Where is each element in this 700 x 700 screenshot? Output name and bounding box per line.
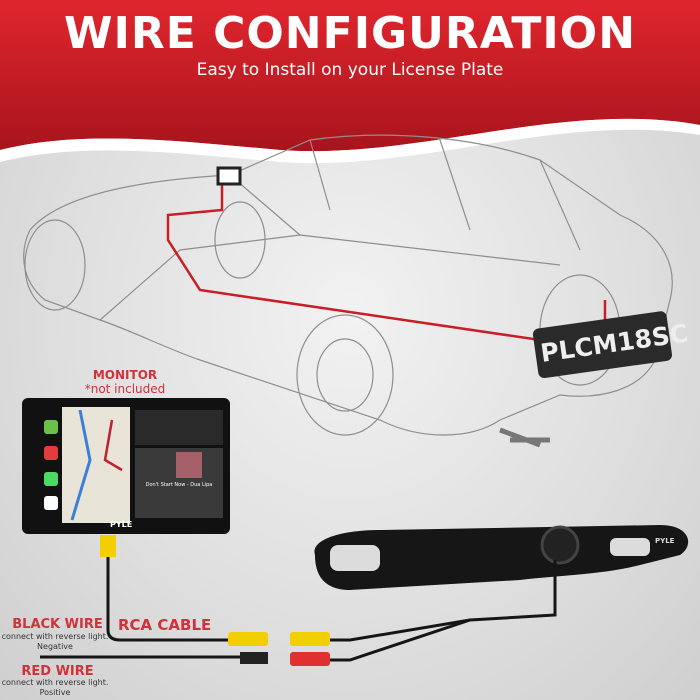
red-connector xyxy=(290,652,330,666)
monitor xyxy=(22,398,230,534)
page-title: WIRE CONFIGURATION xyxy=(63,8,637,59)
rca-cable-label: RCA CABLE xyxy=(118,616,212,634)
red-wire-label: RED WIRE xyxy=(21,664,94,679)
red-wire-desc: connect with reverse light. xyxy=(1,678,109,687)
camera-bar xyxy=(314,525,689,590)
black-wire-label: BLACK WIRE xyxy=(12,617,103,632)
monitor-brand: PYLE xyxy=(110,520,133,529)
route-wire xyxy=(166,180,607,342)
monitor-song: Don't Start Now - Dua Lipa xyxy=(145,482,213,488)
monitor-note: *not included xyxy=(84,382,166,396)
dc-connector-male xyxy=(240,652,268,664)
camera-brand: PYLE xyxy=(655,537,675,545)
rca-connector-yellow-monitor xyxy=(100,535,116,557)
display-icon-on-car xyxy=(216,166,242,186)
license-plate xyxy=(532,311,673,379)
header-banner xyxy=(0,0,700,152)
car-wireframe xyxy=(23,134,673,448)
rca-yellow-male xyxy=(228,632,268,646)
monitor-label: MONITOR xyxy=(92,368,158,382)
header-wave xyxy=(0,118,700,164)
black-wire-desc: connect with reverse light. xyxy=(1,632,109,641)
page-subtitle: Easy to Install on your License Plate xyxy=(196,60,504,80)
red-wire-polarity: Positive xyxy=(39,688,71,697)
black-wire-polarity: Negative xyxy=(37,642,73,651)
rca-yellow-female xyxy=(290,632,330,646)
